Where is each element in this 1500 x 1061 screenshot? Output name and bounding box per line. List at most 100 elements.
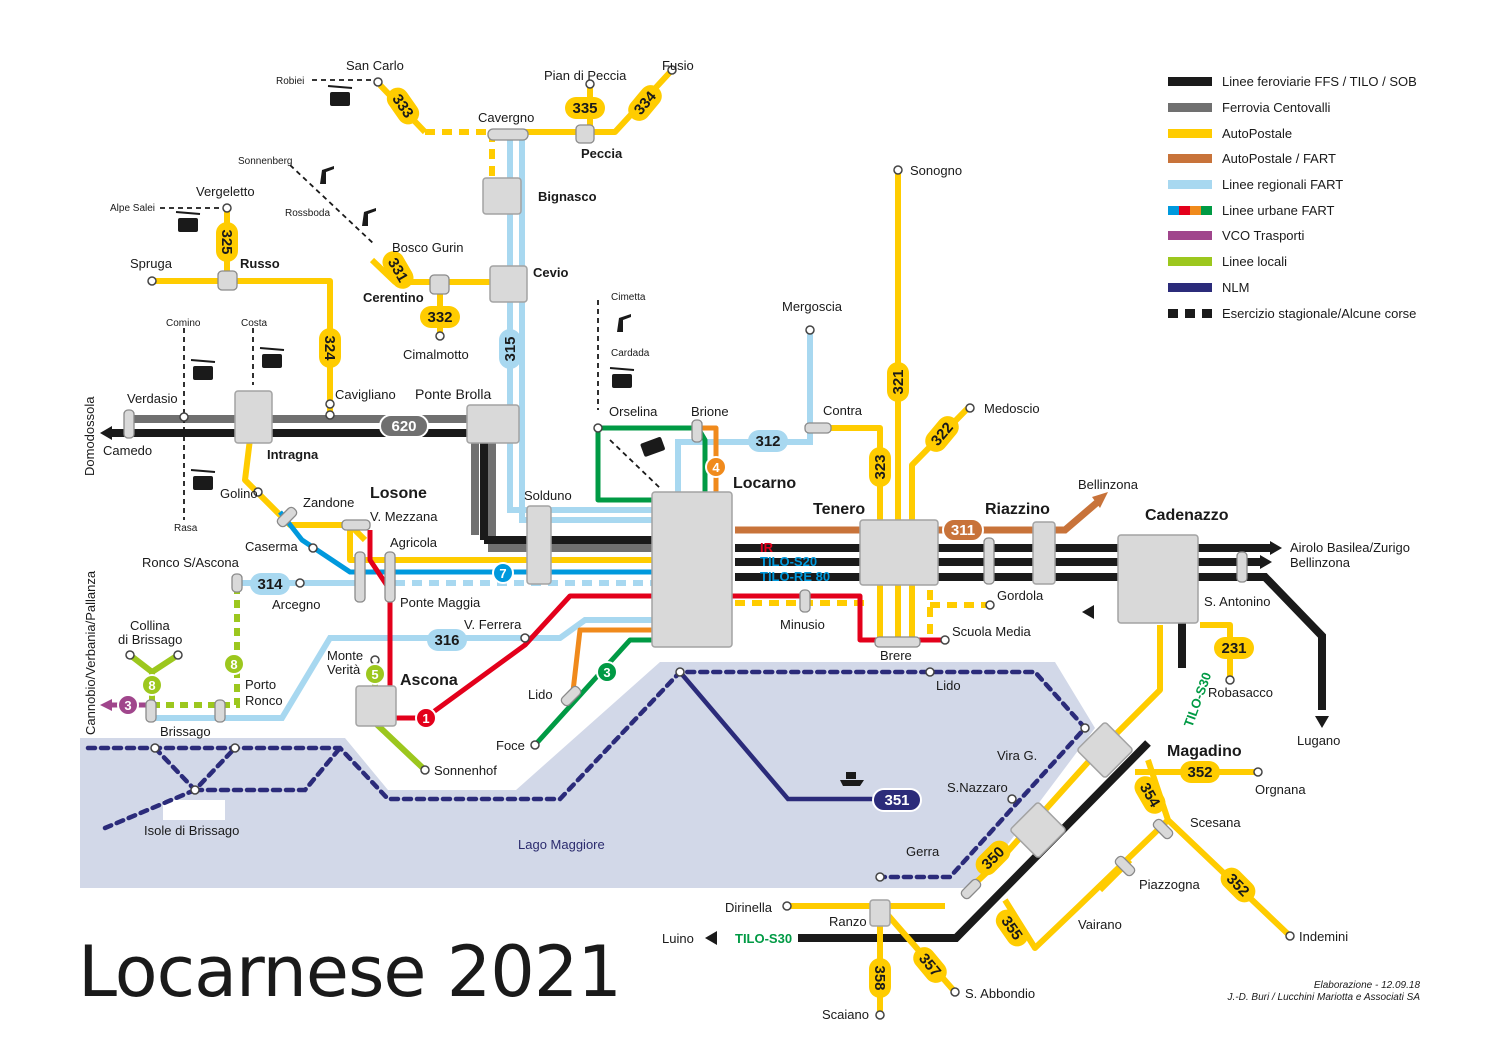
hub-russo: Russo — [240, 256, 280, 271]
badge-358: 358 — [869, 958, 891, 998]
stop-costa: Costa — [241, 318, 268, 329]
badge-325: 325 — [216, 222, 238, 262]
cableways — [160, 79, 661, 520]
stop-robiei: Robiei — [276, 76, 304, 87]
stop-arcegno: Arcegno — [272, 597, 320, 612]
stop-verdasio: Verdasio — [127, 391, 178, 406]
stop-medoscio: Medoscio — [984, 401, 1040, 416]
stop-ranzo: Ranzo — [829, 914, 867, 929]
stop-orselina: Orselina — [609, 404, 658, 419]
stop-airolo: Airolo Basilea/Zurigo — [1290, 540, 1410, 555]
stop-pian-di-peccia: Pian di Peccia — [544, 68, 627, 83]
stop-labels: San Carlo Robiei Pian di Peccia Fusio Ca… — [103, 58, 1410, 1022]
badge-321: 321 — [887, 362, 909, 402]
stop-luino: Luino — [662, 931, 694, 946]
cablecar-icon-comino — [190, 359, 216, 380]
capsule-stops — [123, 124, 1248, 900]
page-title: Locarnese 2021 — [78, 931, 622, 1013]
stop-lugano: Lugano — [1297, 733, 1340, 748]
lake-maggiore — [80, 662, 1095, 888]
stop-collina-1: Collina — [130, 618, 171, 633]
svg-text:312: 312 — [755, 433, 780, 450]
stop-robasacco: Robasacco — [1208, 685, 1273, 700]
stop-cimetta: Cimetta — [611, 292, 646, 303]
svg-text:335: 335 — [572, 100, 597, 117]
stop-isole: Isole di Brissago — [144, 823, 239, 838]
svg-text:1: 1 — [422, 711, 429, 726]
chairlift-icon-sonnenberg — [320, 166, 334, 184]
cablecar-icon-cardada — [609, 367, 635, 388]
lake-label: Lago Maggiore — [518, 837, 605, 852]
hub-peccia: Peccia — [581, 146, 623, 161]
badge-335: 335 — [565, 97, 605, 119]
legend-urban: Linee urbane FART — [1222, 203, 1335, 218]
legend-autopostale: AutoPostale — [1222, 126, 1292, 141]
stop-cimalmotto: Cimalmotto — [403, 347, 469, 362]
hub-locarno: Locarno — [733, 475, 796, 492]
stop-sonogno: Sonogno — [910, 163, 962, 178]
stop-indemini: Indemini — [1299, 929, 1348, 944]
svg-text:351: 351 — [884, 792, 909, 809]
stop-s-abbondio: S. Abbondio — [965, 986, 1035, 1001]
train-s20: TILO-S20 — [760, 554, 817, 569]
hub-ponte-brolla: Ponte Brolla — [415, 386, 491, 402]
stop-spruga: Spruga — [130, 256, 173, 271]
stop-brissago: Brissago — [160, 724, 211, 739]
svg-text:8: 8 — [148, 678, 155, 693]
badge-l5: 5 — [364, 663, 386, 685]
svg-text:315: 315 — [502, 336, 519, 361]
side-cannobio: Cannobio/Verbania/Pallanza — [83, 570, 98, 735]
stop-foce: Foce — [496, 738, 525, 753]
boat-icon — [840, 772, 864, 786]
svg-text:358: 358 — [871, 965, 888, 990]
stop-sonnenhof: Sonnenhof — [434, 763, 497, 778]
stop-vira: Vira G. — [997, 748, 1037, 763]
svg-text:5: 5 — [371, 667, 378, 682]
svg-text:3: 3 — [603, 665, 610, 680]
stop-vergeletto: Vergeletto — [196, 184, 255, 199]
stop-camedo: Camedo — [103, 443, 152, 458]
stop-ponte-maggia: Ponte Maggia — [400, 595, 481, 610]
legend-nlm: NLM — [1222, 280, 1249, 295]
svg-text:620: 620 — [391, 418, 416, 435]
stop-monte-2: Verità — [327, 662, 361, 677]
centovalli-line — [128, 415, 652, 552]
hub-magadino: Magadino — [1167, 743, 1242, 760]
hub-intragna: Intragna — [267, 447, 319, 462]
stop-gordola: Gordola — [997, 588, 1044, 603]
legend-vco: VCO Trasporti — [1222, 228, 1304, 243]
stop-scesana: Scesana — [1190, 815, 1241, 830]
legend-centovalli: Ferrovia Centovalli — [1222, 100, 1330, 115]
svg-text:321: 321 — [890, 369, 907, 394]
badge-u7: 7 — [492, 562, 514, 584]
stop-brere: Brere — [880, 648, 912, 663]
svg-text:316: 316 — [434, 632, 459, 649]
badge-u4: 4 — [705, 456, 727, 478]
badge-323: 323 — [869, 447, 891, 487]
hub-tenero: Tenero — [813, 501, 865, 518]
legend-local: Linee locali — [1222, 254, 1287, 269]
credit-line2: J.-D. Buri / Lucchini Mariotta e Associa… — [1227, 992, 1421, 1003]
stop-s-nazzaro: S.Nazzaro — [947, 780, 1008, 795]
svg-text:3: 3 — [124, 698, 131, 713]
hub-losone: Losone — [370, 485, 427, 502]
stop-san-carlo: San Carlo — [346, 58, 404, 73]
isole-island — [163, 800, 225, 820]
stop-bellinzona-north: Bellinzona — [1078, 477, 1139, 492]
cablecar-icon-rasa — [190, 469, 216, 490]
stop-sonnenberg: Sonnenberg — [238, 156, 293, 167]
stop-piazzogna: Piazzogna — [1139, 877, 1200, 892]
hub-cadenazzo: Cadenazzo — [1145, 507, 1229, 524]
stop-v-mezzana: V. Mezzana — [370, 509, 438, 524]
legend-seasonal: Esercizio stagionale/Alcune corse — [1222, 306, 1416, 321]
badge-620: 620 — [379, 414, 429, 438]
svg-text:323: 323 — [872, 454, 889, 479]
stop-dirinella: Dirinella — [725, 900, 773, 915]
badge-231: 231 — [1214, 637, 1254, 659]
hub-ascona: Ascona — [400, 672, 458, 689]
stop-mergoscia: Mergoscia — [782, 299, 843, 314]
svg-text:314: 314 — [257, 576, 283, 593]
stop-bosco-gurin: Bosco Gurin — [392, 240, 464, 255]
stop-ronco-s-ascona: Ronco S/Ascona — [142, 555, 240, 570]
stop-s-antonino: S. Antonino — [1204, 594, 1271, 609]
